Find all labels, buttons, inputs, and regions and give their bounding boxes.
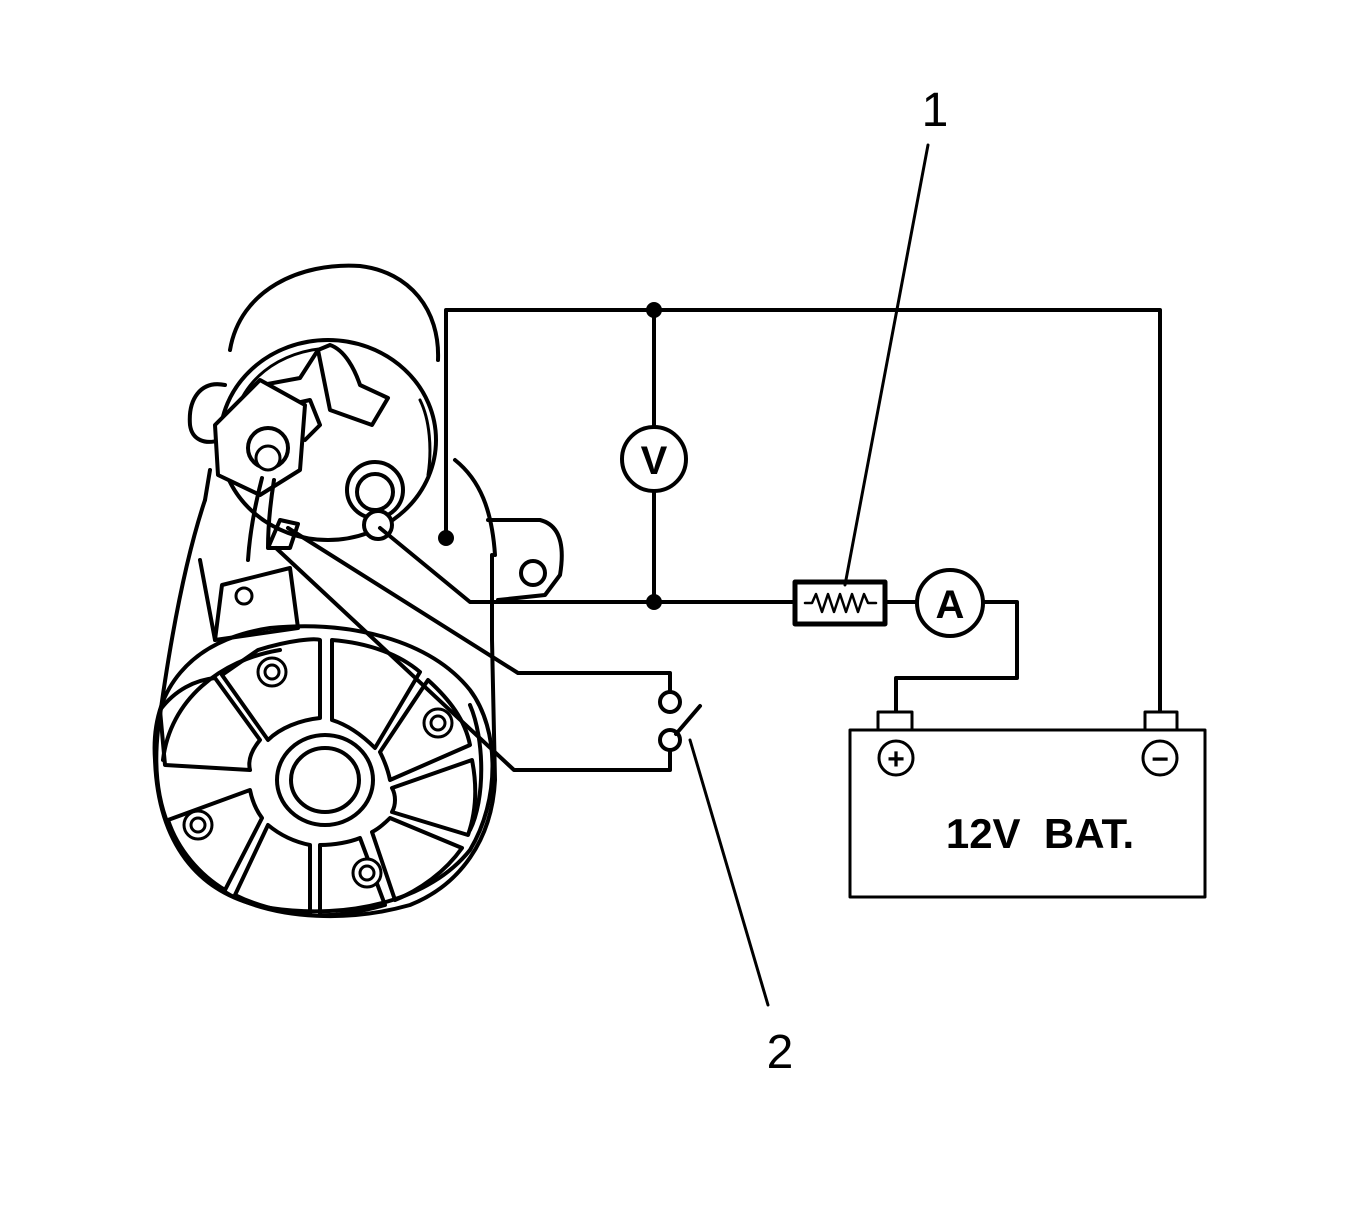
junction-dot [646,594,662,610]
remote-switch [658,690,702,752]
starter-housing-lines [453,458,564,602]
battery: + − 12V BAT. [848,710,1207,899]
brush-holder-tab [213,566,300,642]
callout-1-leader [843,143,930,587]
end-cap-segment [378,678,472,782]
switch-wire-bottom [274,546,672,772]
resistor-zigzag [803,592,878,614]
end-cap-segment [370,816,464,902]
battery-label: 12V BAT. [946,810,1134,857]
wiring [274,302,1162,772]
battery-negative-icon [1141,739,1179,777]
junction-dot [646,302,662,318]
battery-negative-post [1143,710,1179,732]
motor-terminal-stud [246,426,290,472]
ammeter: A [915,568,985,638]
end-cap-bolt [351,857,383,889]
battery-negative-symbol: − [1151,743,1169,776]
callout-2-leader [688,738,770,1007]
voltmeter-circle [620,425,688,493]
ammeter-label: A [936,583,965,627]
ground-wire [444,308,1162,714]
starter-body-outline [154,498,497,919]
battery-positive-post [876,710,914,732]
switch-blade [674,704,702,736]
end-cap-bolt [256,656,288,688]
battery-positive-symbol: + [887,743,905,776]
positive-main-wire [378,526,797,604]
end-cap-segment [158,676,262,772]
switch-contact-top [658,690,682,714]
end-cap-bolt [422,707,454,739]
end-cap-segment [390,758,478,837]
ammeter-battery-wire [894,600,1019,714]
callout-2-number: 2 [767,1026,794,1079]
end-cap-segment [318,836,387,918]
solenoid-mount-ear [187,382,227,444]
solenoid-terminal-stud [345,460,405,541]
carbon-pile-resistor [792,579,888,627]
switch-wire-top [286,526,672,694]
end-cap-segment [166,788,264,892]
end-cap-segment [233,823,312,917]
end-cap-bolt [182,809,214,841]
solenoid-cap [316,343,390,427]
end-cap-hub-inner [289,746,361,814]
battery-positive-icon [877,739,915,777]
mounting-hole [519,559,547,587]
end-cap-segment [330,638,422,750]
solenoid-cylinder [228,263,441,362]
callout-1: 1 [843,84,949,587]
callout-2: 2 [688,738,794,1079]
voltmeter-label: V [641,439,668,483]
callout-1-number: 1 [922,84,949,137]
ammeter-circle [915,568,985,638]
motor-terminal-strap [246,476,300,562]
starter-body-top [198,468,217,642]
brush-holder-hole [234,586,254,606]
end-cap-segment [220,637,322,742]
voltmeter: V [620,425,688,493]
starter-motor [152,263,564,919]
